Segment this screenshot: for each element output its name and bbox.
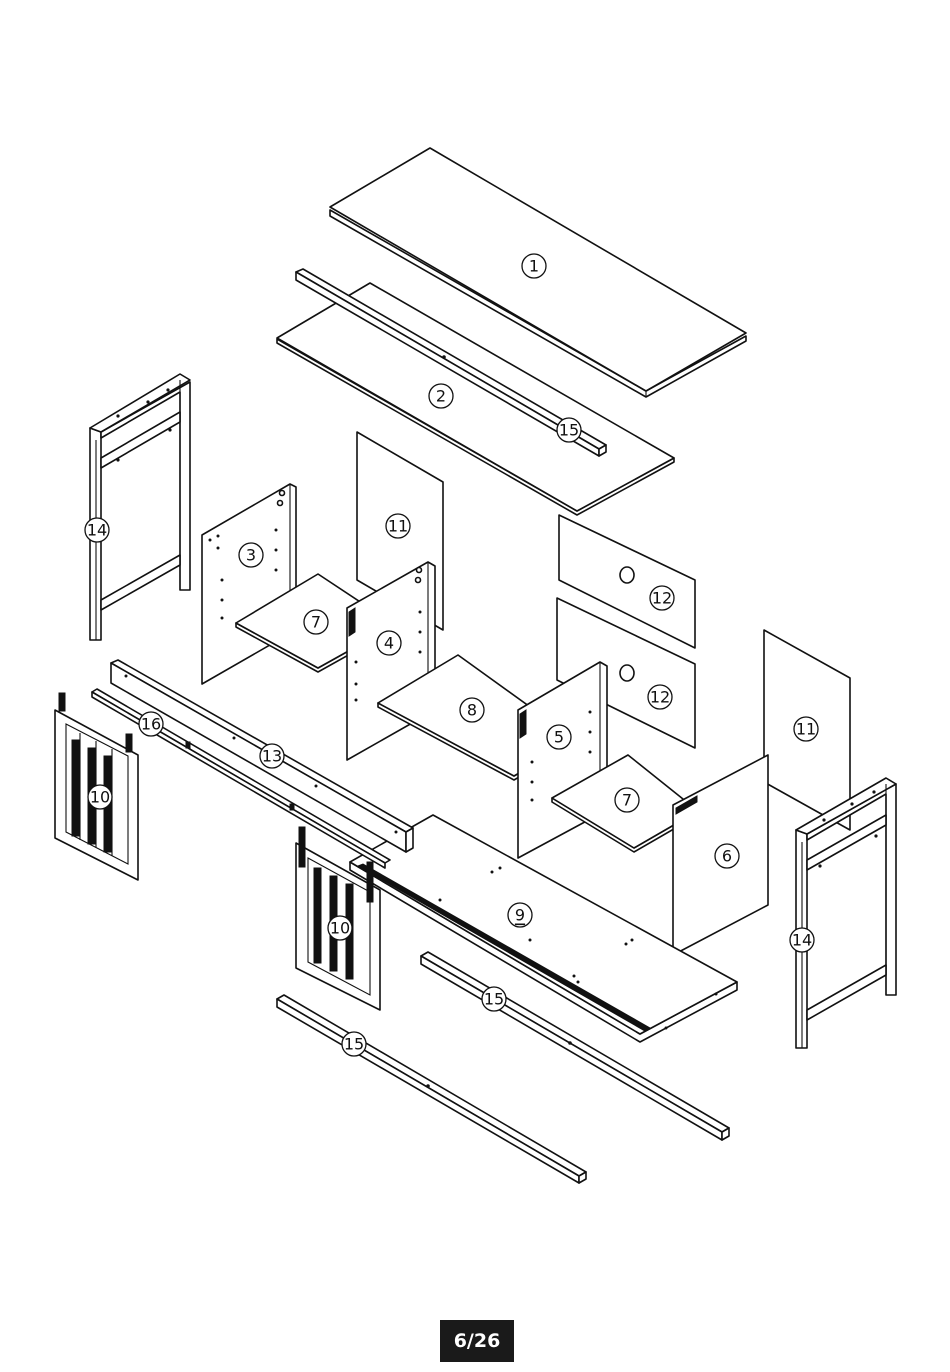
- callout-5: 5: [547, 725, 571, 749]
- callout-7: 7: [615, 788, 639, 812]
- callout-3: 3: [239, 543, 263, 567]
- callout-8: 8: [460, 698, 484, 722]
- svg-text:3: 3: [246, 546, 256, 565]
- callout-14: 14: [790, 928, 814, 952]
- left-side-frame: [90, 374, 190, 640]
- svg-text:15: 15: [344, 1035, 364, 1054]
- callout-10: 10: [88, 785, 112, 809]
- svg-text:16: 16: [141, 715, 161, 734]
- page-number: 6/26: [454, 1330, 501, 1352]
- svg-text:14: 14: [87, 521, 107, 540]
- callout-12: 12: [648, 685, 672, 709]
- svg-text:7: 7: [622, 791, 632, 810]
- svg-text:5: 5: [554, 728, 564, 747]
- svg-text:12: 12: [652, 589, 672, 608]
- callout-9: 9: [508, 903, 532, 927]
- svg-text:13: 13: [262, 747, 282, 766]
- callout-16: 16: [139, 712, 163, 736]
- callout-4: 4: [377, 631, 401, 655]
- svg-text:10: 10: [330, 919, 350, 938]
- svg-text:8: 8: [467, 701, 477, 720]
- svg-text:6: 6: [722, 847, 732, 866]
- svg-text:7: 7: [311, 613, 321, 632]
- callout-1: 1: [522, 254, 546, 278]
- callout-11: 11: [386, 514, 410, 538]
- page-number-badge: 6/26: [440, 1320, 514, 1362]
- callout-12: 12: [650, 586, 674, 610]
- callout-11: 11: [794, 717, 818, 741]
- svg-text:10: 10: [90, 788, 110, 807]
- callout-14: 14: [85, 518, 109, 542]
- svg-text:14: 14: [792, 931, 812, 950]
- callout-6: 6: [715, 844, 739, 868]
- svg-text:11: 11: [388, 517, 408, 536]
- callout-15: 15: [342, 1032, 366, 1056]
- callout-15: 15: [482, 987, 506, 1011]
- callout-7: 7: [304, 610, 328, 634]
- callout-13: 13: [260, 744, 284, 768]
- divider-panel-right: [518, 662, 607, 858]
- callout-15: 15: [557, 418, 581, 442]
- callout-2: 2: [429, 384, 453, 408]
- svg-text:4: 4: [384, 634, 394, 653]
- svg-text:15: 15: [484, 990, 504, 1009]
- callout-10: 10: [328, 916, 352, 940]
- left-inner-panel: [202, 484, 296, 684]
- svg-text:11: 11: [796, 720, 816, 739]
- svg-text:2: 2: [436, 387, 446, 406]
- svg-text:9: 9: [515, 906, 525, 925]
- svg-text:15: 15: [559, 421, 579, 440]
- svg-text:12: 12: [650, 688, 670, 707]
- svg-text:1: 1: [529, 257, 539, 276]
